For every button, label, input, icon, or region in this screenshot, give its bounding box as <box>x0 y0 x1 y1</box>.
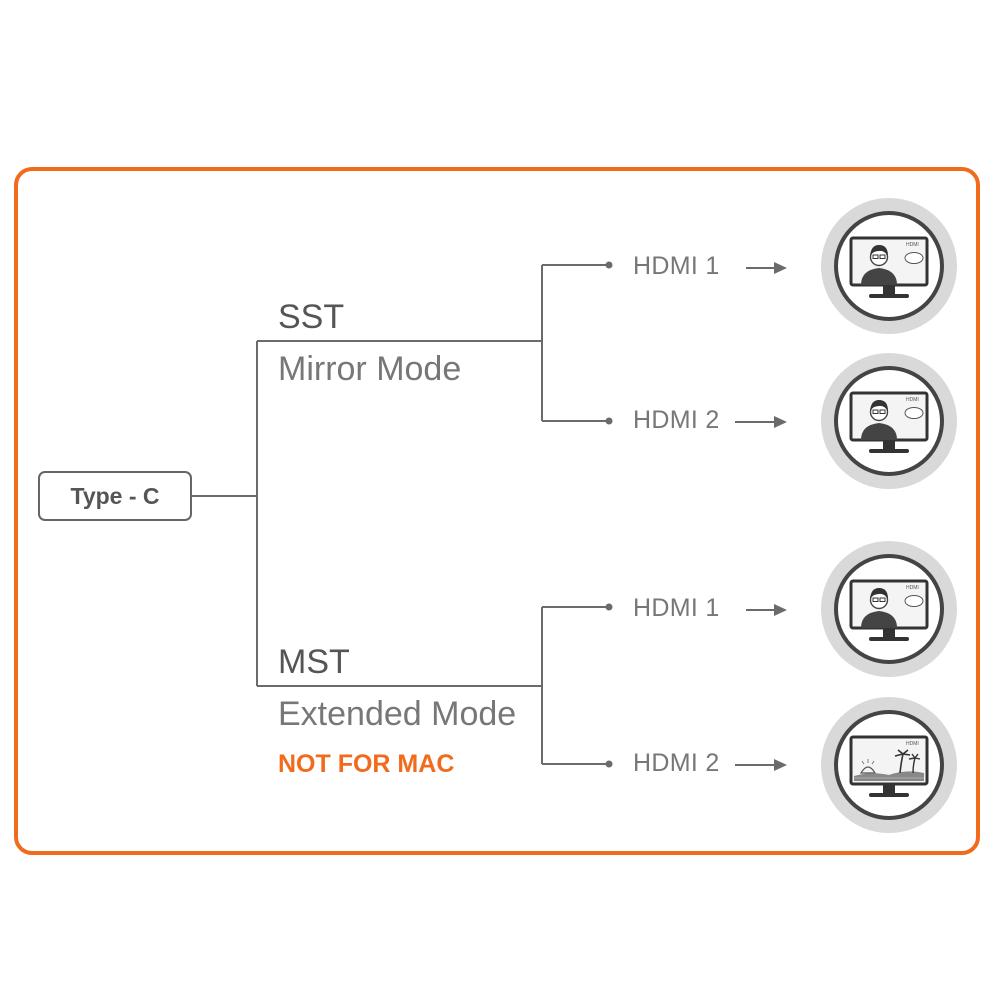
junction-dot <box>605 417 613 425</box>
sst-title: SST <box>278 298 345 336</box>
mirror-mode-label: Mirror Mode <box>278 350 462 388</box>
sst-hdmi2-label: HDMI 2 <box>633 406 720 434</box>
arrow-right-icon <box>746 604 787 616</box>
arrow-right-icon <box>735 759 787 771</box>
junction-dot <box>605 261 613 269</box>
presenter-video-icon: HDMI <box>821 541 957 677</box>
junction-dot <box>605 760 613 768</box>
beach-landscape-icon: HDMI <box>821 697 957 833</box>
presenter-video-icon: HDMI <box>821 198 957 334</box>
diagram-frame <box>14 167 980 855</box>
mst-title: MST <box>278 643 350 681</box>
presenter-video-icon: HDMI <box>821 353 957 489</box>
arrow-right-icon <box>746 262 787 274</box>
extended-mode-label: Extended Mode <box>278 695 517 733</box>
hdmi-badge: HDMI <box>906 585 919 591</box>
mst-hdmi1-label: HDMI 1 <box>633 594 720 622</box>
source-label: Type - C <box>70 482 160 509</box>
arrow-right-icon <box>735 416 787 428</box>
type-c-source: Type - C <box>38 471 192 521</box>
junction-dot <box>605 603 613 611</box>
hdmi-badge: HDMI <box>906 397 919 403</box>
sst-hdmi1-label: HDMI 1 <box>633 252 720 280</box>
hdmi-badge: HDMI <box>906 741 919 747</box>
not-for-mac-warning: NOT FOR MAC <box>278 750 455 778</box>
hdmi-badge: HDMI <box>906 242 919 248</box>
mst-hdmi2-label: HDMI 2 <box>633 749 720 777</box>
